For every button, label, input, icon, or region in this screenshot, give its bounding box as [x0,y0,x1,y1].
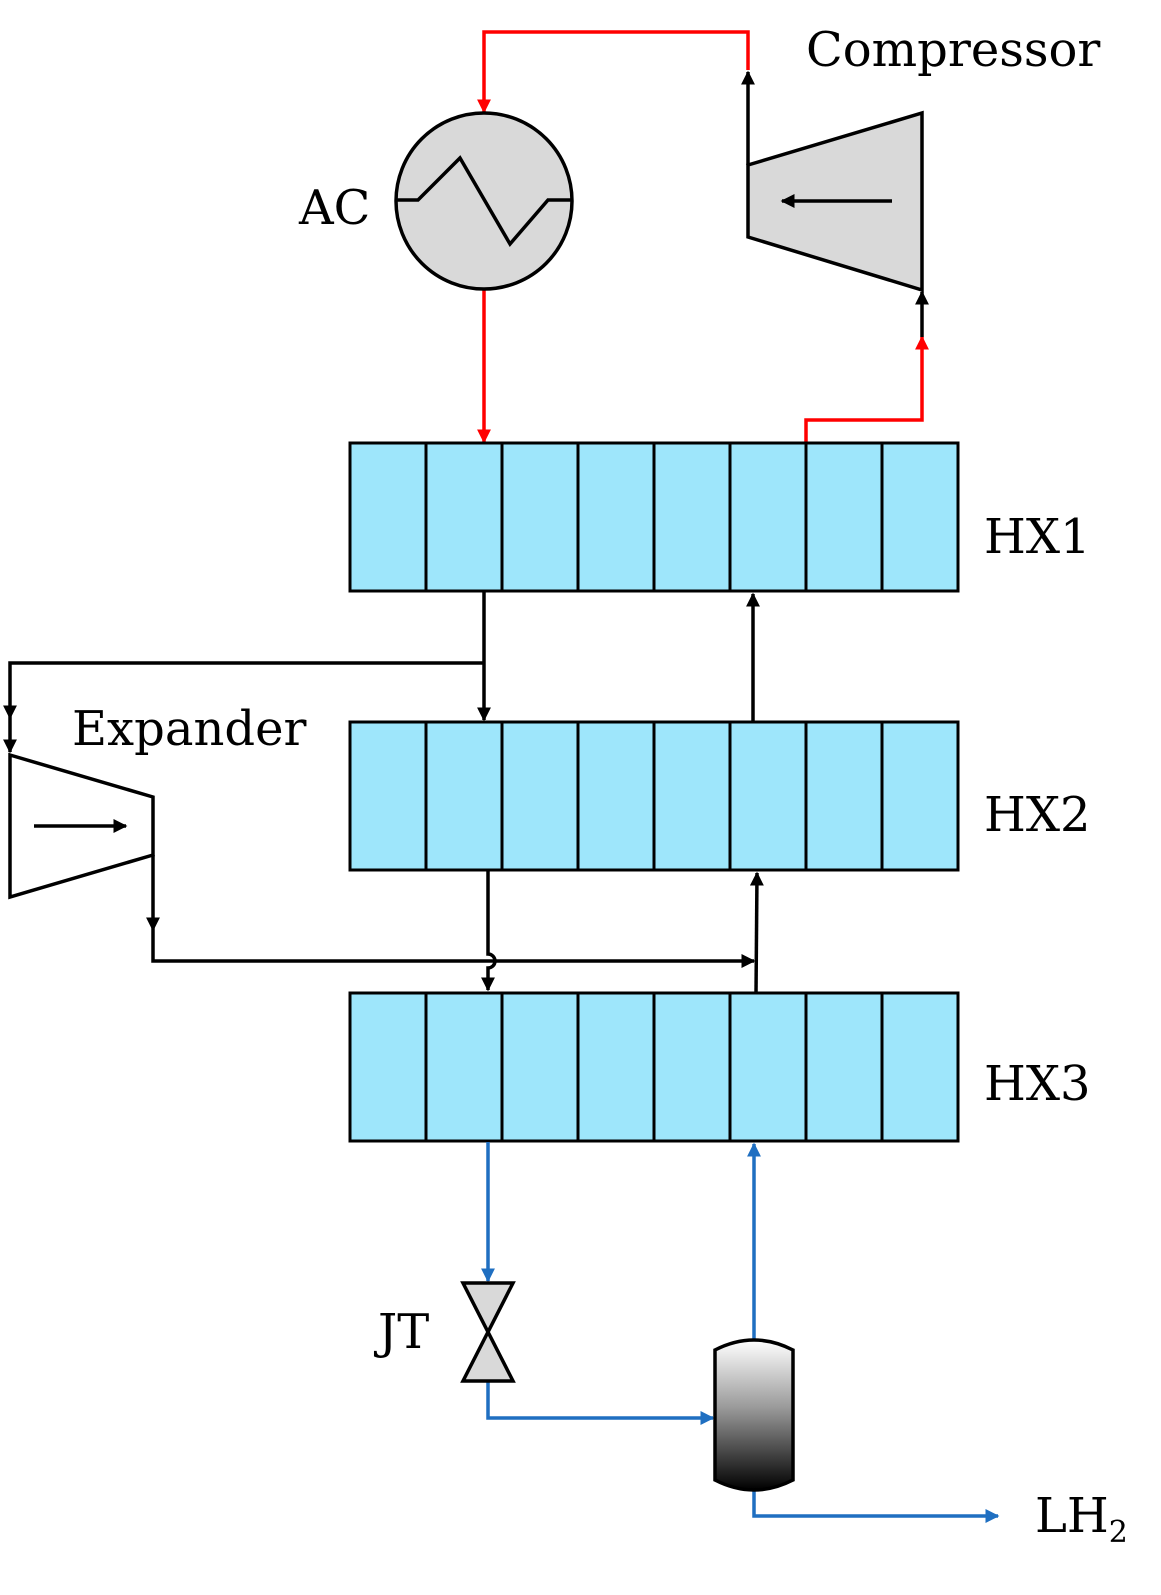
hx2-cell [500,720,580,872]
heat-exchange-zigzag-icon [396,155,572,248]
hx2-cell [728,720,808,872]
hx2-cell [880,720,960,872]
hx3-cell [424,991,504,1143]
product-label-subscript: 2 [1109,1515,1128,1550]
hx2-cell [576,720,656,872]
heat-exchanger-hx3 [348,991,960,1143]
after-cooler [394,111,574,291]
heat-exchanger-hx1 [348,441,960,593]
hx1-cell [804,441,884,593]
hx1-label: HX1 [984,509,1091,565]
hx1-cell [576,441,656,593]
heat-exchanger-hx2 [348,720,960,872]
hx3-cell [652,991,732,1143]
expander [8,752,155,900]
hx3-cell [728,991,808,1143]
warm-stream-lines [477,30,929,444]
jt-label: JT [373,1304,429,1360]
hx1-cell [500,441,580,593]
hx3-cell [576,991,656,1143]
ac-label: AC [298,180,370,236]
hx3-cell [880,991,960,1143]
product-label-main: LH [1035,1488,1109,1544]
hx2-cell [652,720,732,872]
compressor [741,70,929,337]
hx3-cell [804,991,884,1143]
hx2-cell [804,720,884,872]
hx2-cell [348,720,428,872]
jt-valve [460,1281,516,1383]
compressor-label: Compressor [806,22,1100,78]
expander-label: Expander [72,701,307,757]
hx2-cell [424,720,504,872]
hx2-label: HX2 [984,787,1091,843]
hx1-cell [652,441,732,593]
cold-stream-lines [481,1142,1000,1523]
product-label: LH2 [1035,1488,1128,1550]
separator-vessel [713,1338,795,1492]
hx1-cell [880,441,960,593]
hx3-label: HX3 [984,1056,1091,1112]
hx1-cell [348,441,428,593]
process-stream-lines [2,592,764,995]
hx1-cell [728,441,808,593]
hx3-cell [348,991,428,1143]
hx1-cell [424,441,504,593]
hx3-cell [500,991,580,1143]
